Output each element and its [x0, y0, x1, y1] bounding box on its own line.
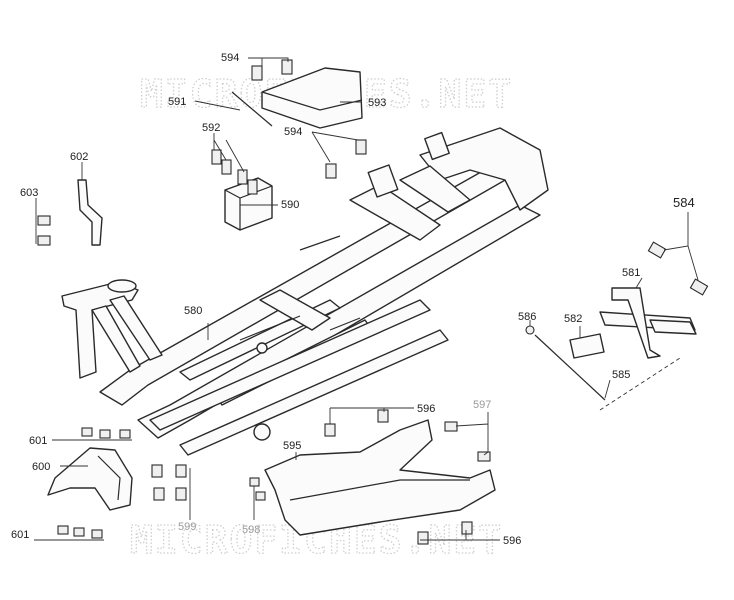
- leader-lines: [34, 57, 699, 541]
- label-603: 603: [20, 187, 38, 199]
- label-590: 590: [281, 199, 299, 211]
- label-595: 595: [283, 440, 301, 452]
- label-601-top: 601: [29, 435, 47, 447]
- label-591: 591: [168, 96, 186, 108]
- plate-593: [251, 59, 367, 179]
- label-584: 584: [673, 195, 695, 210]
- label-600: 600: [32, 461, 50, 473]
- label-601-bottom: 601: [11, 529, 29, 541]
- label-585: 585: [612, 369, 630, 381]
- shield-600: [47, 427, 187, 539]
- bracket-602: [37, 179, 103, 246]
- label-594-mid: 594: [284, 126, 302, 138]
- stand-581: [525, 241, 709, 411]
- label-581: 581: [622, 267, 640, 279]
- label-598: 598: [242, 524, 260, 536]
- frame-580: [61, 127, 549, 456]
- label-602: 602: [70, 151, 88, 163]
- cable-tie-591: [231, 91, 273, 127]
- label-596-top: 596: [417, 403, 435, 415]
- label-596-bottom: 596: [503, 535, 521, 547]
- label-592: 592: [202, 122, 220, 134]
- undercover-595: [249, 409, 496, 545]
- label-593: 593: [368, 97, 386, 109]
- label-580: 580: [184, 305, 202, 317]
- bracket-590: [211, 149, 273, 231]
- label-597: 597: [473, 399, 491, 411]
- label-599: 599: [178, 521, 196, 533]
- label-582: 582: [564, 313, 582, 325]
- callout-labels: 594 591 593 592 594 590 602 603 580 584 …: [11, 52, 695, 547]
- label-594-top: 594: [221, 52, 239, 64]
- label-586: 586: [518, 311, 536, 323]
